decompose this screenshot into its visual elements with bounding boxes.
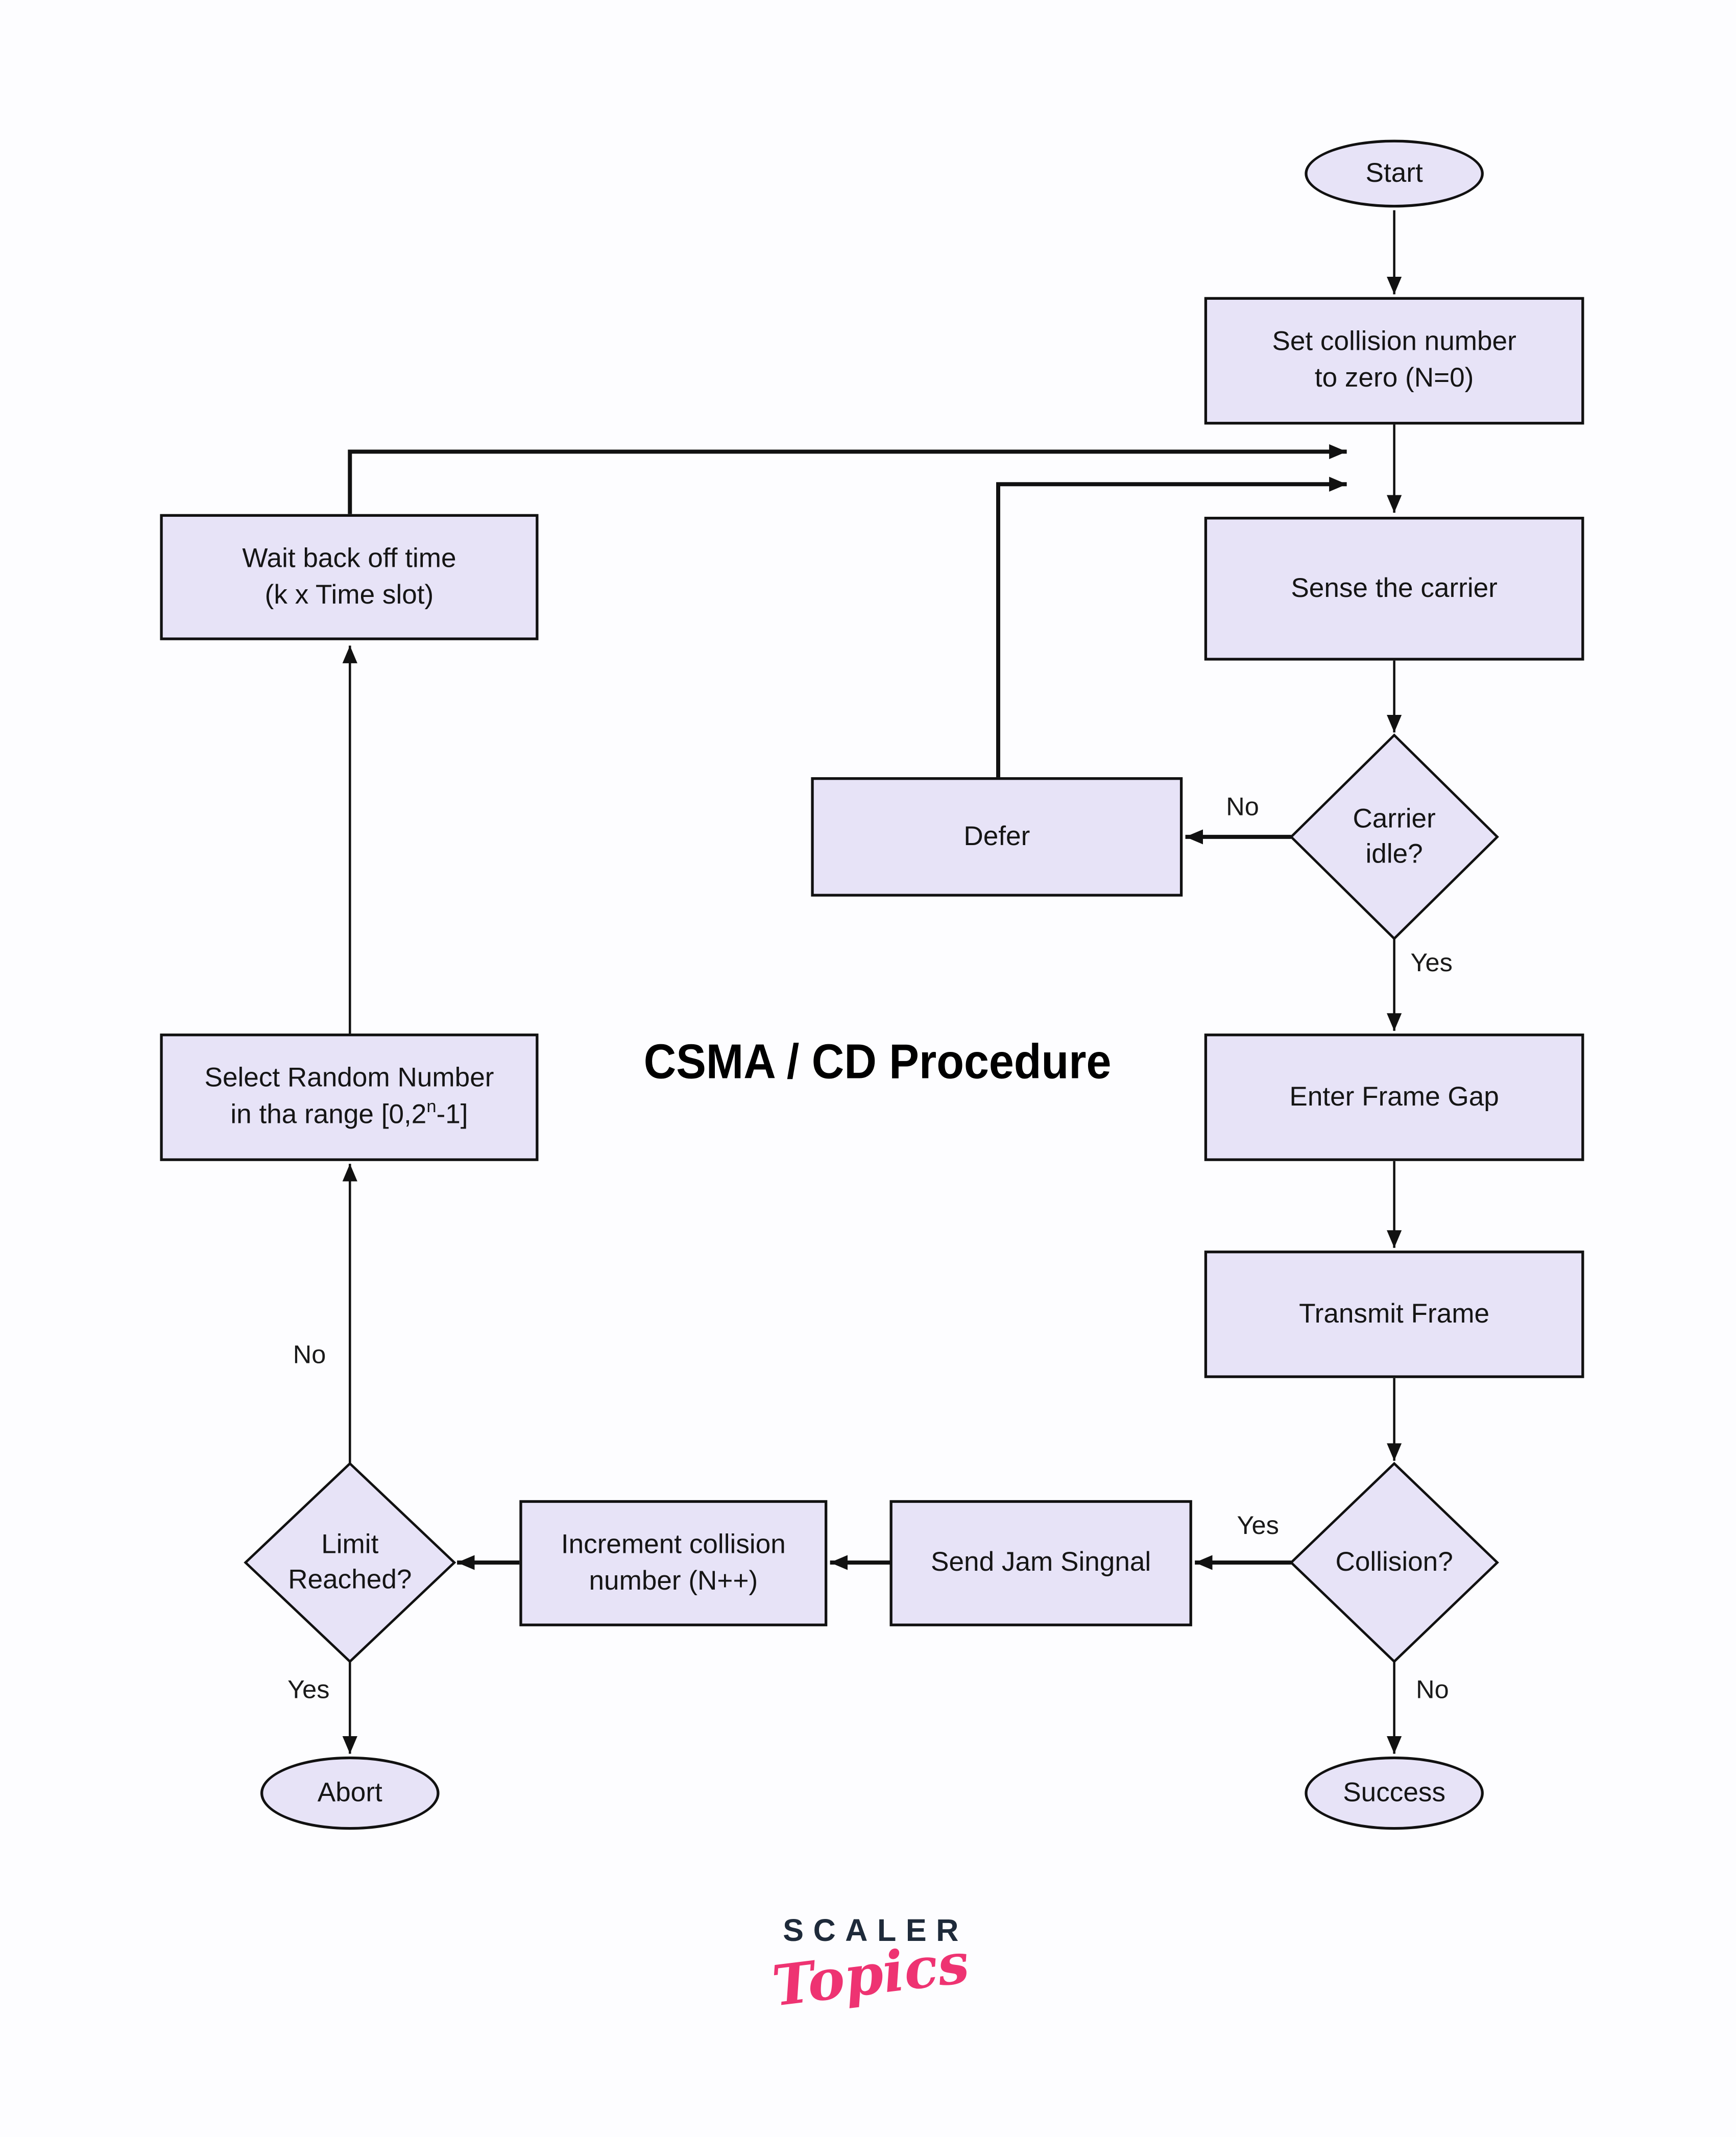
transmit-frame-box: Transmit Frame [1204, 1251, 1584, 1378]
send-jam-label: Send Jam Singnal [931, 1548, 1151, 1578]
carrier-idle-diamond [1289, 733, 1499, 941]
start-label: Start [1365, 158, 1423, 188]
limit-yes-label: Yes [287, 1676, 330, 1705]
limit-line2: Reached? [288, 1565, 412, 1595]
success-terminator: Success [1305, 1756, 1484, 1830]
carrier-idle-label: Carrier idle? [1292, 780, 1496, 894]
edge-wait-to-merge [348, 444, 1347, 514]
wait-backoff-line2: (k x Time slot) [264, 580, 434, 610]
limit-reached-diamond [244, 1461, 456, 1664]
sense-carrier-label: Sense the carrier [1291, 573, 1498, 603]
edge-defer-to-merge [996, 476, 1347, 778]
enter-frame-gap-box: Enter Frame Gap [1204, 1034, 1584, 1161]
set-collision-box: Set collision number to zero (N=0) [1204, 297, 1584, 425]
select-random-line1: Select Random Number [204, 1064, 494, 1094]
enter-frame-gap-label: Enter Frame Gap [1289, 1082, 1499, 1112]
set-collision-line2: to zero (N=0) [1314, 363, 1474, 394]
diagram-title: CSMA / CD Procedure [643, 1034, 1112, 1089]
send-jam-box: Send Jam Singnal [889, 1500, 1192, 1626]
set-collision-line1: Set collision number [1272, 327, 1516, 357]
transmit-frame-label: Transmit Frame [1299, 1299, 1490, 1329]
select-random-line2: in tha range [0,2n-1] [230, 1096, 468, 1134]
collision-question: Collision? [1335, 1547, 1453, 1578]
wait-backoff-line1: Wait back off time [242, 543, 456, 573]
start-terminator: Start [1305, 139, 1484, 208]
wait-backoff-box: Wait back off time (k x Time slot) [160, 514, 539, 640]
select-random-exponent: n [426, 1096, 437, 1117]
select-random-box: Select Random Number in tha range [0,2n-… [160, 1034, 539, 1161]
select-random-line2-pre: in tha range [0,2 [230, 1100, 427, 1130]
success-label: Success [1343, 1778, 1446, 1808]
carrier-idle-line2: idle? [1365, 839, 1423, 870]
increment-collision-box: Increment collision number (N++) [519, 1500, 828, 1626]
sense-carrier-box: Sense the carrier [1204, 517, 1584, 661]
limit-no-label: No [293, 1341, 326, 1370]
increment-line2: number (N++) [589, 1566, 758, 1596]
defer-box: Defer [811, 777, 1183, 897]
defer-label: Defer [963, 821, 1030, 852]
carrier-yes-label: Yes [1410, 949, 1453, 978]
limit-reached-label: Limit Reached? [248, 1505, 451, 1619]
select-random-line2-post: -1] [436, 1100, 468, 1130]
increment-line1: Increment collision [561, 1529, 786, 1559]
carrier-idle-line1: Carrier [1353, 804, 1436, 834]
collision-label: Collision? [1286, 1537, 1503, 1589]
logo-brand-text: SCALER [783, 1912, 968, 1948]
limit-line1: Limit [321, 1530, 379, 1560]
collision-yes-label: Yes [1237, 1512, 1279, 1541]
collision-no-label: No [1416, 1676, 1449, 1705]
carrier-no-label: No [1226, 793, 1259, 822]
collision-diamond [1289, 1461, 1499, 1664]
abort-terminator: Abort [260, 1756, 440, 1830]
abort-label: Abort [317, 1778, 382, 1808]
